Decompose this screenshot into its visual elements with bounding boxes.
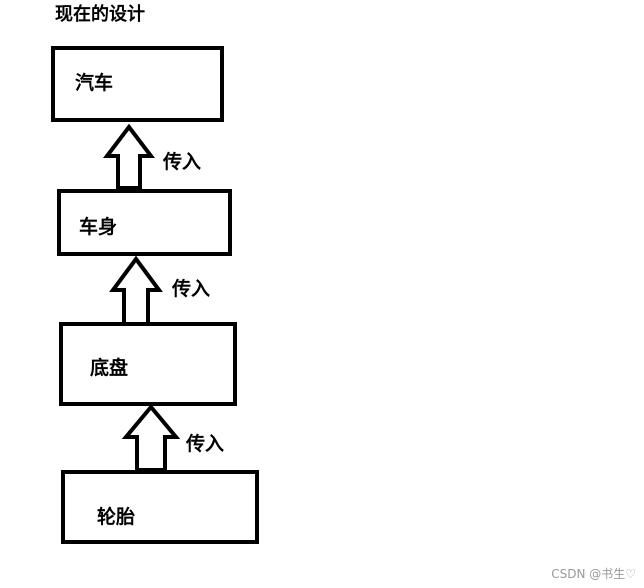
watermark: CSDN @书生♡: [551, 567, 636, 581]
box-tire-label: 轮胎: [97, 506, 136, 528]
arrow-label-1: 传入: [163, 151, 202, 173]
box-body: [57, 189, 232, 256]
arrow-up-icon: [121, 403, 181, 472]
diagram-title: 现在的设计: [55, 4, 145, 25]
box-chassis: [59, 322, 237, 406]
box-tire: [61, 470, 259, 544]
arrow-label-3: 传入: [186, 433, 225, 455]
arrow-up-icon: [109, 255, 163, 326]
box-body-label: 车身: [79, 216, 118, 238]
arrow-up-icon: [102, 123, 156, 190]
box-car: [51, 46, 224, 122]
arrow-label-2: 传入: [172, 278, 211, 300]
box-chassis-label: 底盘: [90, 357, 129, 379]
box-car-label: 汽车: [75, 72, 114, 94]
